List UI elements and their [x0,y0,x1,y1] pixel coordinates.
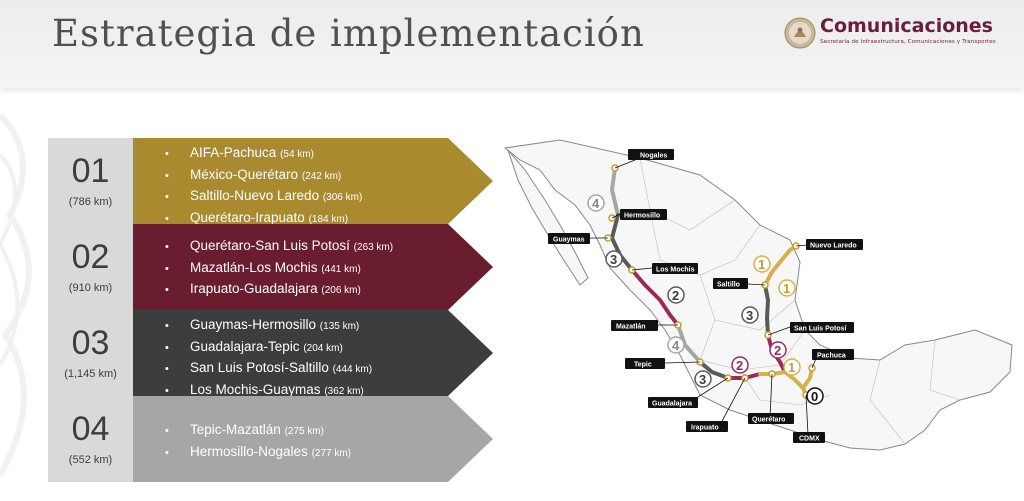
svg-text:1: 1 [758,257,765,272]
route-phase-3 [609,213,771,380]
city-label-cdmx: CDMX [793,432,825,443]
phase-marker-0: 0 [806,387,824,405]
city-label-nuevo-laredo: Nuevo Laredo [806,239,863,250]
mexico-map: Nogales Hermosillo Guaymas Los Mochis Ma… [503,139,1013,451]
list-item: •Querétaro-Irapuato (184 km) [165,209,349,225]
phase-number: 04 [71,410,110,448]
svg-text:Guadalajara: Guadalajara [652,401,692,408]
route-phase-4 [609,166,702,364]
svg-text:3: 3 [699,372,706,387]
map-outline [503,139,1013,451]
city-label-saltillo: Saltillo [713,278,748,289]
page-title: Estrategia de implementación [52,12,645,55]
phase-total-km: (910 km) [68,282,113,294]
list-item: •San Luis Potosí-Saltillo (444 km) [165,360,373,375]
brand-name: Comunicaciones [820,15,993,37]
city-label-mazatlan: Mazatlán [611,320,658,331]
svg-text:Nogales: Nogales [640,153,667,160]
phase-marker-4-north: 4 [587,194,605,212]
phase-marker-2-west: 2 [667,286,685,304]
phase-marker-3-central: 3 [694,370,712,388]
svg-text:San Luis Potosí: San Luis Potosí [794,326,848,333]
decorative-pattern [0,112,32,477]
list-item: •Hermosillo-Nogales (277 km) [165,443,352,459]
city-label-guaymas: Guaymas [548,233,590,244]
phase-marker-2-east: 2 [769,341,787,359]
list-item: •Guadalajara-Tepic (204 km) [165,338,343,354]
map-baja-california [507,149,589,286]
brand-logo: Comunicaciones Secretaría de Infraestruc… [784,15,1014,55]
list-item: •México-Querétaro (242 km) [165,166,342,182]
city-label-queretaro: Querétaro [748,413,794,424]
svg-text:1: 1 [788,360,795,375]
city-label-irapuato: Irapuato [686,421,728,432]
list-item: •Saltillo-Nuevo Laredo (306 km) [165,188,363,203]
list-item: •Irapuato-Guadalajara (206 km) [165,281,361,296]
svg-text:4: 4 [592,196,600,211]
phase-marker-1-northeast: 1 [778,279,796,297]
svg-text:CDMX: CDMX [799,436,820,443]
phase-number: 02 [71,238,110,276]
phase-marker-1-center: 1 [783,358,801,376]
svg-text:2: 2 [736,358,743,373]
svg-text:0: 0 [811,389,818,404]
svg-text:Guaymas: Guaymas [553,237,585,244]
phase-number: 01 [71,152,110,190]
list-item: •Mazatlán-Los Mochis (441 km) [165,259,361,275]
svg-text:3: 3 [610,252,617,267]
list-item: •Guaymas-Hermosillo (135 km) [165,317,360,332]
phase-total-km: (1,145 km) [64,368,117,380]
city-label-pachuca: Pachuca [812,349,854,360]
phase-marker-1-north: 1 [753,255,771,273]
route-list: •AIFA-Pachuca (54 km) •México-Querétaro … [165,143,362,229]
header-bar: Estrategia de implementación Comunicacio… [0,0,1024,88]
phase-total-km: (786 km) [68,196,113,208]
national-seal-icon [784,17,816,49]
svg-text:3: 3 [746,308,753,323]
svg-text:Saltillo: Saltillo [717,282,740,289]
city-label-san-luis-potosi: San Luis Potosí [790,322,854,333]
route-list: •Guaymas-Hermosillo (135 km) •Guadalajar… [165,315,372,401]
svg-text:Querétaro: Querétaro [752,417,785,424]
phase-marker-4-west: 4 [667,336,685,354]
svg-text:Mazatlán: Mazatlán [616,324,646,331]
phase-total-km: (552 km) [68,454,113,466]
city-label-guadalajara: Guadalajara [648,397,698,408]
svg-text:1: 1 [783,281,790,296]
svg-text:Nuevo Laredo: Nuevo Laredo [810,243,857,250]
phase-number-box: 04 (552 km) [48,396,133,482]
phase-number-box: 03 (1,145 km) [48,310,133,396]
list-item: •Querétaro-San Luis Potosí (263 km) [165,238,394,253]
list-item: •Los Mochis-Guaymas (362 km) [165,381,364,397]
svg-text:Los Mochis: Los Mochis [656,267,695,274]
svg-text:Tepic: Tepic [634,362,652,369]
phase-number-box: 02 (910 km) [48,224,133,310]
city-label-nogales: Nogales [628,149,674,160]
list-item: •AIFA-Pachuca (54 km) [165,145,314,160]
leader-lines [590,157,819,436]
phase-marker-2-central: 2 [731,356,749,374]
phase-marker-3-east: 3 [741,306,759,324]
svg-text:2: 2 [672,288,679,303]
svg-text:2: 2 [774,343,781,358]
city-label-hermosillo: Hermosillo [620,209,667,220]
phase-arrow-band [133,310,493,396]
svg-text:Irapuato: Irapuato [691,425,719,432]
svg-text:4: 4 [672,338,680,353]
brand-subtitle: Secretaría de Infraestructura, Comunicac… [820,39,996,45]
phase-marker-3-northwest: 3 [605,250,623,268]
route-list: •Querétaro-San Luis Potosí (263 km) •Maz… [165,236,393,301]
city-label-tepic: Tepic [625,358,665,369]
phase-number-box: 01 (786 km) [48,138,133,224]
route-list: •Tepic-Mazatlán (275 km) •Hermosillo-Nog… [165,420,351,463]
phase-arrow-band [133,138,493,224]
list-item: •Tepic-Mazatlán (275 km) [165,422,325,437]
phase-number: 03 [71,324,110,362]
city-label-los-mochis: Los Mochis [652,263,698,274]
svg-text:Hermosillo: Hermosillo [624,213,660,220]
svg-text:Pachuca: Pachuca [817,353,846,360]
phase-arrow-band [133,224,493,310]
phase-arrow-band [133,396,493,482]
